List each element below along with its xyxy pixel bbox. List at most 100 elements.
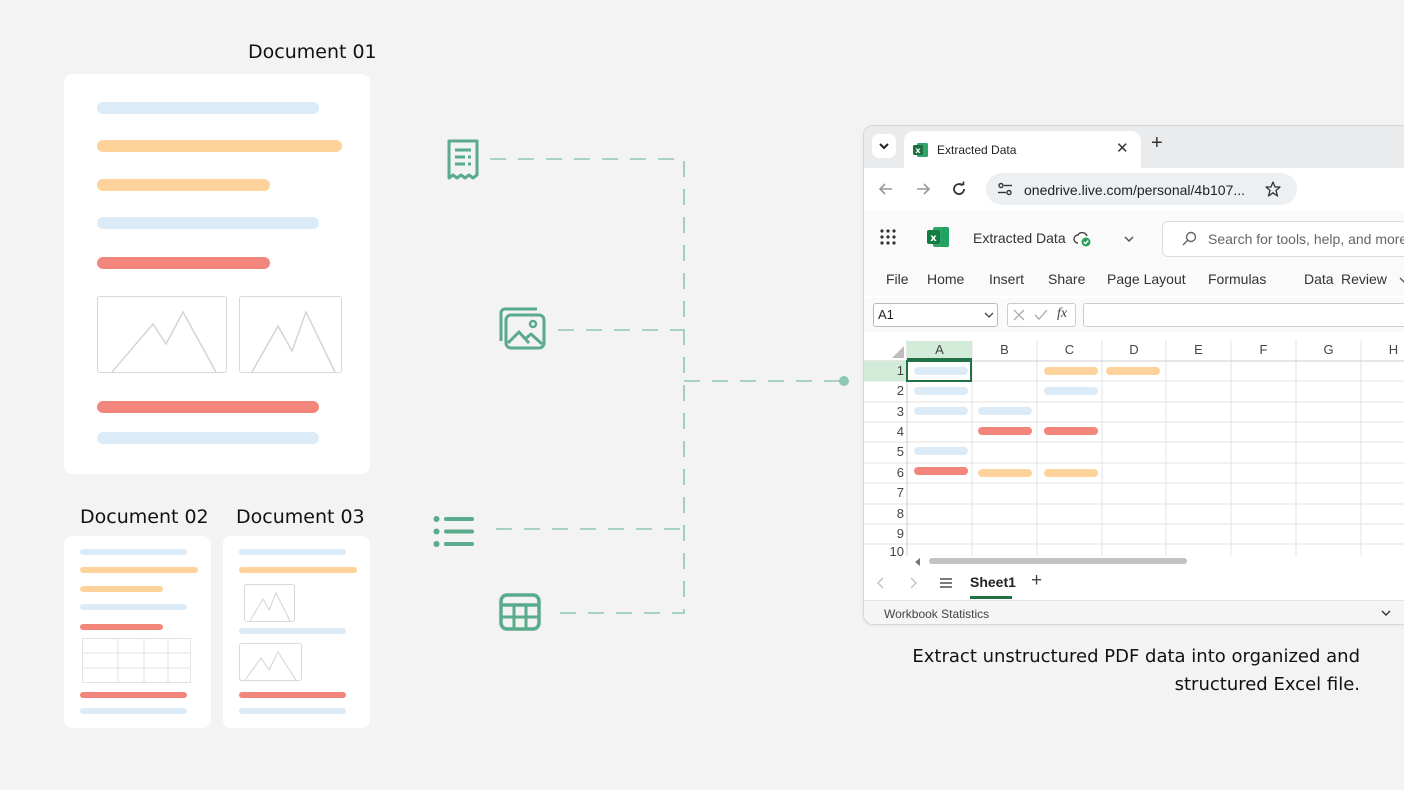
column-header-b[interactable]: B	[1000, 342, 1009, 357]
excel-header: x Extracted Data Search for tools, help,…	[864, 210, 1404, 266]
text-line	[239, 549, 346, 555]
chevron-down-icon[interactable]	[1123, 235, 1135, 243]
cell-data[interactable]	[914, 447, 968, 455]
cell-data[interactable]	[1044, 387, 1098, 395]
text-line	[239, 567, 357, 573]
check-icon[interactable]	[1034, 309, 1048, 321]
column-header-c[interactable]: C	[1064, 342, 1075, 357]
bookmark-star-icon[interactable]	[1265, 181, 1281, 197]
column-header-f[interactable]: F	[1259, 342, 1268, 357]
document-01-title: Document 01	[248, 41, 377, 63]
workbook-name[interactable]: Extracted Data	[973, 230, 1066, 246]
cell-data[interactable]	[1106, 367, 1160, 375]
row-header-2[interactable]: 2	[896, 383, 904, 398]
menu-page-layout[interactable]: Page Layout	[1107, 271, 1186, 287]
function-icon[interactable]: fx	[1057, 306, 1068, 321]
row-header-8[interactable]: 8	[896, 506, 904, 521]
excel-browser-window: x Extracted Data ✕ + onedrive.live.com/p…	[863, 125, 1404, 625]
text-line	[97, 257, 270, 269]
menu-data[interactable]: Data	[1304, 271, 1334, 287]
text-line	[97, 140, 342, 152]
column-header-d[interactable]: D	[1129, 342, 1139, 357]
new-tab-button[interactable]: +	[1151, 132, 1163, 154]
list-icon	[433, 516, 474, 547]
chevron-down-icon[interactable]	[1399, 277, 1404, 284]
forward-arrow-icon[interactable]	[915, 182, 931, 196]
row-header-5[interactable]: 5	[896, 444, 904, 459]
search-placeholder: Search for tools, help, and more	[1208, 231, 1404, 247]
tab-search-button[interactable]	[872, 134, 896, 158]
search-box[interactable]: Search for tools, help, and more	[1162, 221, 1404, 257]
scroll-left-icon[interactable]	[914, 558, 922, 566]
text-line	[80, 604, 187, 610]
receipt-icon	[447, 139, 479, 180]
row-header-7[interactable]: 7	[896, 485, 904, 500]
close-tab-icon[interactable]: ✕	[1116, 140, 1129, 157]
document-03-card	[223, 536, 370, 728]
active-cell-a1[interactable]	[906, 360, 972, 382]
cell-data[interactable]	[1044, 367, 1098, 375]
row-header-9[interactable]: 9	[896, 526, 904, 541]
menu-file[interactable]: File	[886, 271, 909, 287]
browser-tab[interactable]: x Extracted Data ✕	[904, 131, 1141, 168]
svg-text:x: x	[915, 146, 921, 155]
row-header-10[interactable]: 10	[889, 544, 904, 556]
formula-input[interactable]	[1083, 303, 1404, 327]
sheet-tab-bar: Sheet1 +	[864, 556, 1404, 600]
back-arrow-icon[interactable]	[878, 182, 894, 196]
excel-logo-icon: x	[927, 227, 949, 247]
next-sheet-icon[interactable]	[908, 576, 918, 590]
cell-data[interactable]	[914, 387, 968, 395]
reload-icon[interactable]	[951, 181, 967, 197]
menu-formulas[interactable]: Formulas	[1208, 271, 1267, 287]
cell-data[interactable]	[978, 407, 1032, 415]
all-sheets-menu-icon[interactable]	[939, 577, 953, 589]
column-header-e[interactable]: E	[1194, 342, 1203, 357]
column-header-g[interactable]: G	[1323, 342, 1334, 357]
cloud-saved-icon	[1073, 231, 1091, 247]
text-line	[80, 708, 187, 714]
row-header-1[interactable]: 1	[896, 363, 904, 378]
name-box-value: A1	[878, 307, 894, 322]
app-launcher-icon[interactable]	[880, 229, 896, 245]
document-02-title: Document 02	[80, 506, 209, 528]
menu-insert[interactable]: Insert	[989, 271, 1025, 287]
menu-share[interactable]: Share	[1048, 271, 1086, 287]
svg-text:x: x	[930, 233, 937, 244]
text-line	[239, 708, 346, 714]
select-all-corner[interactable]	[892, 346, 904, 358]
menu-home[interactable]: Home	[927, 271, 965, 287]
site-settings-icon[interactable]	[997, 182, 1013, 196]
column-a-highlight	[907, 341, 972, 360]
horizontal-scrollbar[interactable]	[929, 558, 1187, 564]
text-line	[80, 624, 163, 630]
column-header-h[interactable]: H	[1388, 342, 1399, 357]
address-bar-row: onedrive.live.com/personal/4b107...	[864, 168, 1404, 210]
row-header-6[interactable]: 6	[896, 465, 904, 480]
document-01-card	[64, 74, 370, 474]
row-header-3[interactable]: 3	[896, 404, 904, 419]
workbook-statistics[interactable]: Workbook Statistics	[884, 607, 990, 621]
cell-data[interactable]	[914, 467, 968, 475]
url-bar[interactable]: onedrive.live.com/personal/4b107...	[986, 173, 1297, 205]
cell-data[interactable]	[978, 469, 1032, 477]
text-line	[239, 628, 346, 634]
menu-review[interactable]: Review	[1341, 271, 1387, 287]
cell-data[interactable]	[1044, 427, 1098, 435]
text-line	[239, 692, 346, 698]
prev-sheet-icon[interactable]	[876, 576, 886, 590]
cell-data[interactable]	[914, 367, 968, 375]
cancel-icon[interactable]	[1013, 309, 1025, 321]
name-box[interactable]: A1	[873, 303, 998, 327]
chevron-down-icon[interactable]	[1381, 610, 1391, 617]
cell-data[interactable]	[914, 407, 968, 415]
image-placeholder	[239, 643, 302, 681]
cell-data[interactable]	[1044, 469, 1098, 477]
add-sheet-button[interactable]: +	[1031, 570, 1043, 591]
column-header-a[interactable]: A	[935, 342, 944, 357]
search-icon	[1182, 231, 1197, 246]
sheet-tab-sheet1[interactable]: Sheet1	[970, 574, 1016, 590]
tab-title: Extracted Data	[937, 143, 1017, 157]
row-header-4[interactable]: 4	[896, 424, 904, 439]
cell-data[interactable]	[978, 427, 1032, 435]
